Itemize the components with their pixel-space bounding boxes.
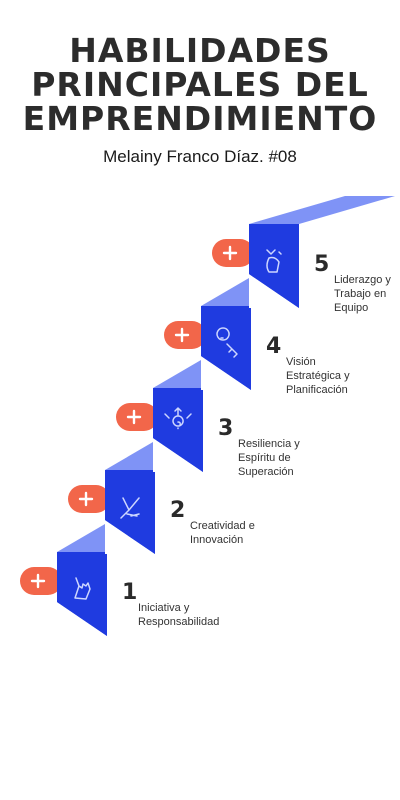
plus-icon [78,491,94,507]
step-3 [116,388,203,472]
pointing-hand-icon [74,577,91,600]
step-2 [68,470,155,554]
title-line-1: HABILIDADES [69,31,331,70]
step-1-number: 1 [122,580,138,605]
title-line-2: PRINCIPALES DEL [31,65,369,104]
step-4-label: Visión Estratégica y Planificación [286,356,350,396]
plus-icon [30,573,46,589]
step-3-face [153,388,203,472]
plus-icon [174,327,190,343]
step-2-number: 2 [170,498,186,523]
step-5-face [249,224,299,308]
hands-icon [266,249,282,273]
page-title: HABILIDADES PRINCIPALES DEL EMPRENDIMIEN… [0,34,400,136]
step-2-label: Creatividad e Innovación [190,520,255,546]
step-5 [212,224,299,308]
plus-icon [126,409,142,425]
key-icon [216,327,238,358]
step-5-number: 5 [314,252,330,277]
victory-hand-icon [120,497,140,519]
step-3-number: 3 [218,416,234,441]
step-5-tread [249,196,395,224]
step-4-number: 4 [266,334,282,359]
step-1-label: Iniciativa y Responsabilidad [138,602,220,628]
step-4-face [201,306,251,390]
step-5-label: Liderazgo y Trabajo en Equipo [334,274,391,314]
plus-icon [222,245,238,261]
step-2-face [105,470,155,554]
step-1 [20,552,107,636]
question-arrows-icon [164,407,192,430]
step-4 [164,306,251,390]
step-3-label: Resiliencia y Espíritu de Superación [238,438,300,478]
author-subtitle: Melainy Franco Díaz. #08 [103,147,297,166]
step-1-face [57,552,107,636]
title-line-3: EMPRENDIMIENTO [22,99,378,138]
